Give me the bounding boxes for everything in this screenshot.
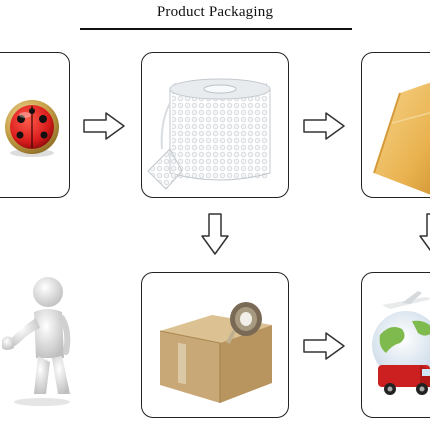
customer-handshake-icon — [0, 262, 80, 412]
cardboard-box-tape-icon — [142, 273, 289, 418]
step-envelope-box — [361, 52, 430, 198]
arrow-down-icon — [200, 212, 230, 256]
shipping-globe-van-plane-icon — [362, 273, 430, 418]
page-title: Product Packaging — [0, 4, 430, 21]
arrow-right-icon — [302, 331, 346, 361]
bubble-wrap-roll-icon — [142, 53, 289, 198]
arrow-right-icon — [82, 111, 126, 141]
padded-envelope-icon — [362, 53, 430, 198]
step-shipping-box — [361, 272, 430, 418]
step-bubble-wrap-box — [141, 52, 289, 198]
step-product-box — [0, 52, 70, 198]
arrow-down-icon — [418, 212, 430, 256]
ladybug-jewelry-icon — [0, 53, 70, 198]
title-underline — [80, 28, 352, 30]
step-cardboard-box — [141, 272, 289, 418]
arrow-right-icon — [302, 111, 346, 141]
